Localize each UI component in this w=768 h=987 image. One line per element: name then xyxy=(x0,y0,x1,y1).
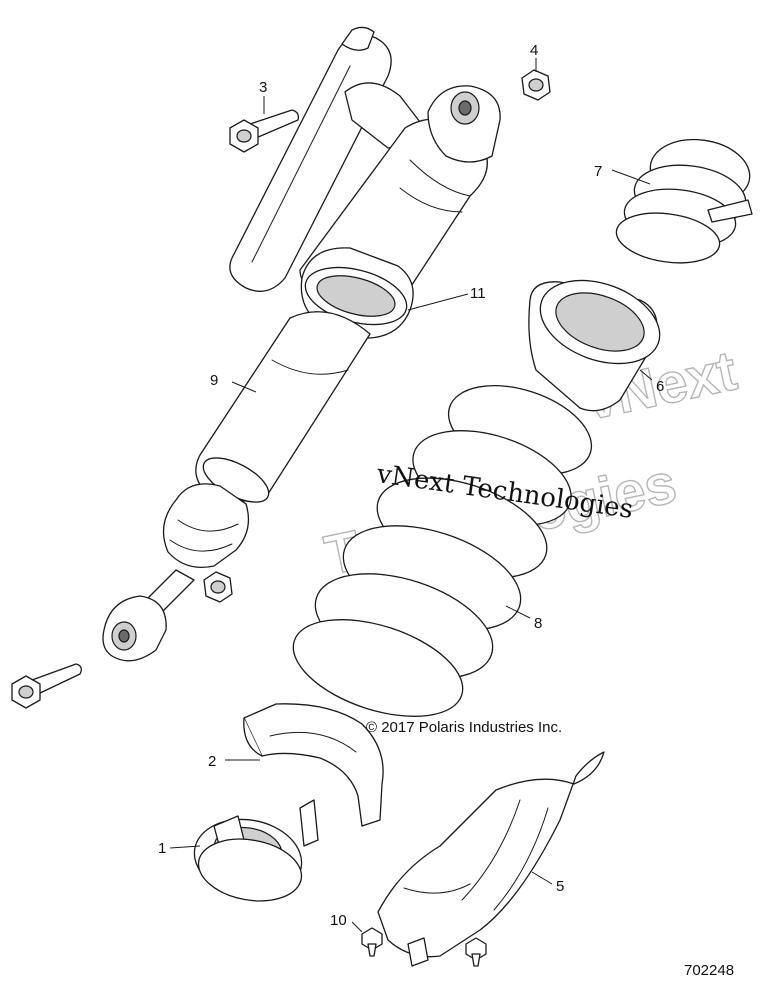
callouts: 1 2 3 4 5 6 7 8 9 10 11 xyxy=(158,42,664,929)
callout-4: 4 xyxy=(530,42,538,59)
callout-11: 11 xyxy=(470,285,486,302)
part-10-screws xyxy=(361,927,487,967)
copyright-notice: © 2017 Polaris Industries Inc. xyxy=(366,719,562,736)
callout-2: 2 xyxy=(208,753,216,770)
callout-5: 5 xyxy=(556,878,564,895)
part-2-spring-retainer xyxy=(243,703,384,847)
part-4-upper-nut xyxy=(521,69,551,101)
lower-mount-bolt xyxy=(11,663,82,709)
part-7-secondary-spring xyxy=(615,138,753,264)
part-6-spring-seat xyxy=(528,279,661,412)
part-5-shock-guard xyxy=(377,751,605,967)
callout-8: 8 xyxy=(534,615,542,632)
part-8-main-spring xyxy=(292,384,593,717)
callout-1: 1 xyxy=(158,840,166,857)
part-1-spacer-ring xyxy=(193,815,303,902)
part-9-shock-absorber xyxy=(102,26,501,662)
callout-3: 3 xyxy=(259,79,267,96)
lower-mount-nut xyxy=(203,571,233,603)
part-3-upper-bolt xyxy=(229,109,300,153)
illustration-number: 702248 xyxy=(684,962,734,979)
callout-6: 6 xyxy=(656,378,664,395)
callout-9: 9 xyxy=(210,372,218,389)
leader-lines xyxy=(169,58,653,933)
callout-10: 10 xyxy=(330,912,347,929)
callout-7: 7 xyxy=(594,163,602,180)
